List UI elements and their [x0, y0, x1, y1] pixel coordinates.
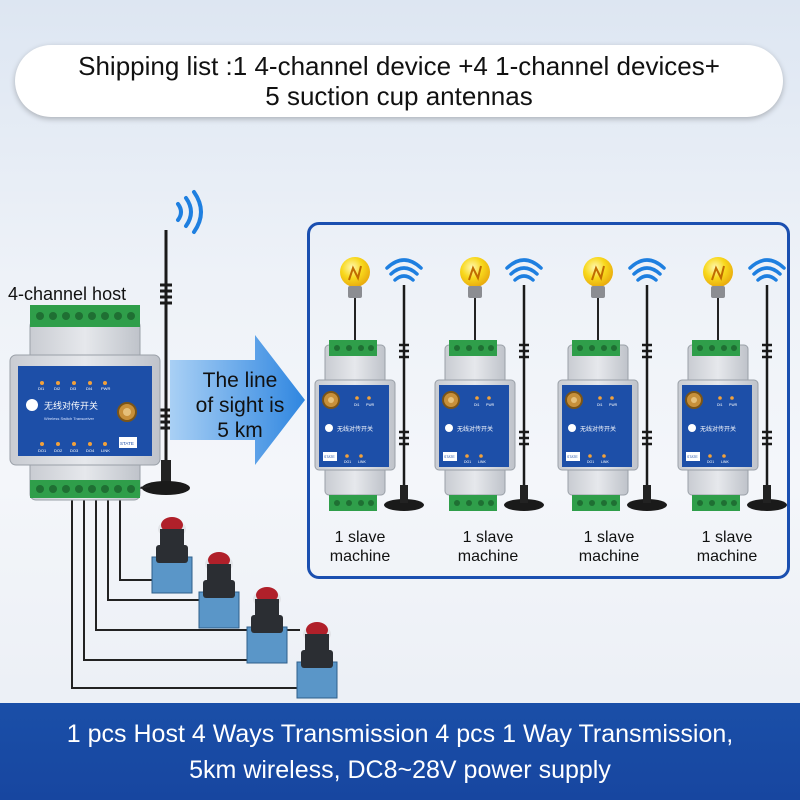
arrow-right-icon — [170, 335, 305, 465]
host-ind-di1: DI1 — [38, 386, 45, 391]
host-ind-do3: DO3 — [70, 448, 79, 453]
slave-panel-title: 无线对传开关 — [580, 425, 616, 433]
slave-device: 无线对传开关 DI1 PWR STATE DO1 LINK — [314, 340, 396, 511]
summary-line2: 5km wireless, DC8~28V power supply — [189, 755, 611, 784]
host-ind-do1: DO1 — [38, 448, 47, 453]
push-button-icon-4 — [296, 622, 338, 699]
slave-label-3: 1 slave machine — [554, 528, 664, 566]
slave-device: 无线对传开关 DI1 PWR STATE DO1 LINK — [434, 340, 516, 511]
host-device: 无线对传开关 Wireless Switch Transceiver DI1 D… — [9, 305, 161, 501]
host-ind-di4: DI4 — [86, 386, 93, 391]
slave-unit-1: 无线对传开关 DI1 PWR STATE DO1 LINK — [314, 257, 424, 511]
slave-panel-title: 无线对传开关 — [700, 425, 736, 433]
light-bulb-icon — [460, 257, 490, 345]
host-ind-di3: DI3 — [70, 386, 77, 391]
host-ind-di2: DI2 — [54, 386, 61, 391]
slave-panel-title: 无线对传开关 — [457, 425, 493, 433]
slave-label-2: 1 slave machine — [433, 528, 543, 566]
summary-banner: 1 pcs Host 4 Ways Transmission 4 pcs 1 W… — [0, 703, 800, 800]
antenna-icon — [747, 285, 787, 511]
slave-label-1-line1: 1 slave — [334, 529, 386, 546]
host-state-button: STATE — [120, 441, 134, 446]
slave-state-button: STATE — [324, 455, 335, 459]
push-button-icon-2 — [198, 552, 240, 629]
slave-ind-di1: DI1 — [354, 403, 360, 407]
slave-ind-pwr: PWR — [729, 403, 738, 407]
slave-unit-4: 无线对传开关 DI1 PWR STATE DO1 LINK — [677, 257, 787, 511]
slave-label-4: 1 slave machine — [672, 528, 782, 566]
wifi-signal-icon — [505, 258, 543, 282]
host-ind-do2: DO2 — [54, 448, 63, 453]
slave-label-4-line1: 1 slave — [701, 529, 753, 546]
shipping-list-line1: Shipping list :1 4-channel device +4 1-c… — [78, 51, 720, 81]
antenna-icon — [627, 285, 667, 511]
host-ind-link: LINK — [101, 448, 110, 453]
host-ind-do4: DO4 — [86, 448, 95, 453]
slave-label-1: 1 slave machine — [305, 528, 415, 566]
push-button-icon-3 — [246, 587, 288, 664]
line-of-sight-line3: 5 km — [217, 419, 263, 442]
slave-label-3-line2: machine — [578, 548, 640, 565]
shipping-list-line2: 5 suction cup antennas — [265, 81, 533, 111]
slave-label-3-line1: 1 slave — [583, 529, 635, 546]
slave-ind-link: LINK — [478, 460, 486, 464]
host-wifi-signal-icon — [176, 190, 203, 234]
host-wiring — [71, 496, 300, 689]
slave-state-button: STATE — [567, 455, 578, 459]
slave-ind-pwr: PWR — [366, 403, 375, 407]
slave-device: 无线对传开关 DI1 PWR STATE DO1 LINK — [677, 340, 759, 511]
slave-label-1-line2: machine — [329, 548, 391, 565]
slave-ind-link: LINK — [601, 460, 609, 464]
line-of-sight-line2: of sight is — [195, 394, 285, 417]
host-panel-title: 无线对传开关 — [44, 400, 98, 411]
slave-state-button: STATE — [687, 455, 698, 459]
slave-unit-3: 无线对传开关 DI1 PWR STATE DO1 LINK — [557, 257, 667, 511]
slave-ind-pwr: PWR — [609, 403, 618, 407]
light-bulb-icon — [340, 257, 370, 345]
wifi-signal-icon — [385, 258, 423, 282]
slave-ind-link: LINK — [721, 460, 729, 464]
slave-label-2-line2: machine — [457, 548, 519, 565]
line-of-sight-line1: The line — [202, 369, 278, 392]
host-panel-subtitle: Wireless Switch Transceiver — [44, 416, 95, 421]
slave-ind-di1: DI1 — [597, 403, 603, 407]
slave-panel-title: 无线对传开关 — [337, 425, 373, 433]
slave-ind-do1: DO1 — [707, 460, 714, 464]
slave-ind-do1: DO1 — [587, 460, 594, 464]
slave-ind-do1: DO1 — [464, 460, 471, 464]
slave-label-4-line2: machine — [696, 548, 758, 565]
shipping-list-banner: Shipping list :1 4-channel device +4 1-c… — [15, 45, 783, 117]
light-bulb-icon — [703, 257, 733, 345]
wifi-signal-icon — [628, 258, 666, 282]
host-ind-pwr: PWR — [101, 386, 110, 391]
slave-ind-di1: DI1 — [474, 403, 480, 407]
light-bulb-icon — [583, 257, 613, 345]
push-button-icon-1 — [151, 517, 193, 594]
slave-state-button: STATE — [444, 455, 455, 459]
antenna-icon — [504, 285, 544, 511]
slave-machines-panel — [307, 222, 790, 579]
slave-ind-di1: DI1 — [717, 403, 723, 407]
slave-ind-link: LINK — [358, 460, 366, 464]
summary-line1: 1 pcs Host 4 Ways Transmission 4 pcs 1 W… — [66, 719, 734, 748]
antenna-icon — [384, 285, 424, 511]
slave-ind-pwr: PWR — [486, 403, 495, 407]
slave-ind-do1: DO1 — [344, 460, 351, 464]
line-of-sight-text: The line of sight is 5 km — [178, 368, 302, 443]
wifi-signal-icon — [748, 258, 786, 282]
slave-device: 无线对传开关 DI1 PWR STATE DO1 LINK — [557, 340, 639, 511]
slave-label-2-line1: 1 slave — [462, 529, 514, 546]
slave-unit-2: 无线对传开关 DI1 PWR STATE DO1 LINK — [434, 257, 544, 511]
host-label: 4-channel host — [8, 284, 127, 304]
